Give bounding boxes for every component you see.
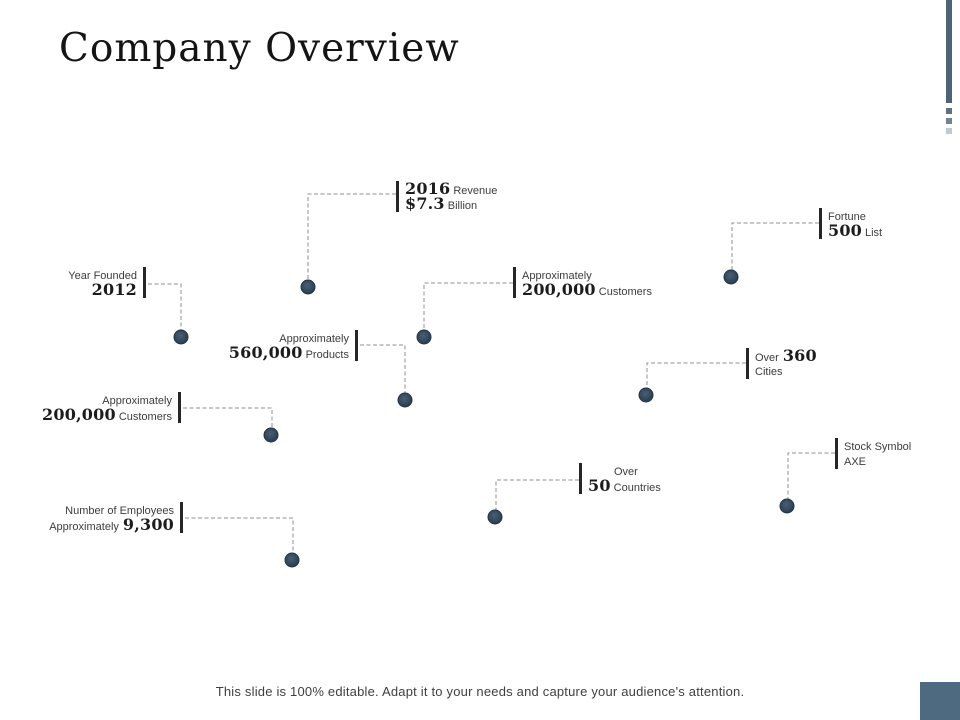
tick-mark bbox=[180, 502, 183, 533]
fact-label: List bbox=[865, 227, 883, 239]
fact-label: Approximately bbox=[49, 521, 119, 533]
fact-text: Stock Symbol AXE bbox=[844, 438, 911, 468]
connector-line bbox=[731, 222, 819, 270]
fact-label: Approximately bbox=[279, 333, 349, 345]
fact-label: Products bbox=[305, 349, 349, 361]
fact-value: 500 bbox=[828, 221, 862, 240]
fact-label: Over bbox=[755, 352, 779, 364]
connector-line bbox=[185, 517, 294, 553]
footer-note: This slide is 100% editable. Adapt it to… bbox=[215, 684, 745, 699]
tick-mark bbox=[579, 463, 582, 494]
fact-label: Fortune bbox=[828, 211, 866, 223]
fact-value: 9,300 bbox=[122, 515, 174, 534]
fact-label: Approximately bbox=[102, 395, 172, 407]
fact-label: Number of Employees bbox=[65, 505, 174, 517]
node-dot bbox=[397, 392, 413, 408]
node-dot bbox=[300, 279, 316, 295]
fact-label: Approximately bbox=[522, 270, 592, 282]
fact-value: $7.3 bbox=[405, 194, 445, 213]
fact-label: Stock Symbol bbox=[844, 441, 912, 453]
node-dot bbox=[723, 269, 739, 285]
tick-mark bbox=[178, 392, 181, 423]
connector-line bbox=[183, 407, 273, 428]
connector-line bbox=[787, 452, 835, 499]
node-dot bbox=[416, 329, 432, 345]
fact-label: Countries bbox=[613, 482, 661, 494]
connector-line bbox=[148, 283, 182, 330]
fact-year-founded: Year Founded 2012 bbox=[68, 267, 146, 299]
fact-label: Year Founded bbox=[68, 270, 137, 282]
connector-line bbox=[423, 282, 513, 330]
fact-value: 50 bbox=[588, 476, 611, 495]
node-dot bbox=[284, 552, 300, 568]
tick-mark bbox=[513, 267, 516, 298]
fact-label: Over bbox=[614, 466, 638, 478]
node-dot bbox=[173, 329, 189, 345]
tick-mark bbox=[143, 267, 146, 298]
fact-value: 200,000 bbox=[42, 405, 116, 424]
accent-square bbox=[946, 118, 952, 124]
fact-label: AXE bbox=[844, 456, 867, 468]
top-right-accent-bar bbox=[946, 0, 952, 103]
node-dot bbox=[487, 509, 503, 525]
tick-mark bbox=[396, 181, 399, 212]
fact-label: Revenue bbox=[453, 185, 498, 197]
page-title: Company Overview bbox=[59, 26, 460, 71]
node-dot bbox=[263, 427, 279, 443]
connector-line bbox=[495, 479, 579, 510]
tick-mark bbox=[746, 348, 749, 379]
fact-label: Customers bbox=[118, 411, 172, 423]
node-dot bbox=[779, 498, 795, 514]
fact-value: 560,000 bbox=[228, 343, 303, 362]
accent-square bbox=[946, 108, 952, 114]
connector-line bbox=[360, 344, 406, 393]
tick-mark bbox=[835, 438, 838, 469]
fact-stock-symbol: Stock Symbol AXE bbox=[835, 438, 911, 470]
fact-text: Year Founded 2012 bbox=[68, 267, 137, 299]
connector-line bbox=[307, 193, 396, 280]
fact-label: Customers bbox=[598, 286, 652, 298]
tick-mark bbox=[819, 208, 822, 239]
fact-value: 2016 bbox=[405, 179, 451, 198]
fact-value: 2012 bbox=[91, 280, 137, 299]
fact-label: Cities bbox=[755, 366, 783, 378]
fact-value: 360 bbox=[782, 346, 817, 365]
fact-value: 200,000 bbox=[522, 280, 596, 299]
accent-square bbox=[946, 128, 952, 134]
tick-mark bbox=[355, 330, 358, 361]
fact-label: Billion bbox=[447, 200, 478, 212]
bottom-right-corner-square bbox=[920, 682, 960, 720]
node-dot bbox=[638, 387, 654, 403]
connector-line bbox=[646, 362, 746, 388]
